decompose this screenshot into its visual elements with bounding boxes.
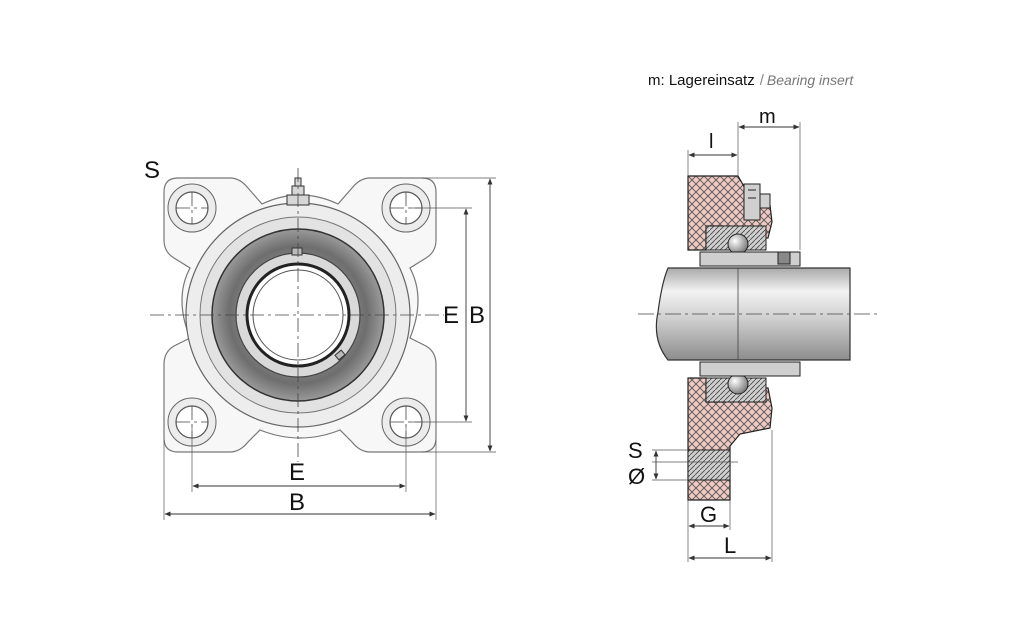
label-length: L	[724, 533, 736, 558]
ball-lower	[727, 373, 749, 395]
label-s-side: S	[628, 438, 643, 463]
label-b-vertical: B	[469, 302, 485, 329]
flange-hole	[687, 449, 731, 481]
label-m: m	[759, 106, 776, 128]
front-view: S E B E B	[144, 157, 496, 520]
label-diameter: Ø	[628, 464, 645, 489]
caption-separator: /	[759, 72, 764, 89]
grease-nipple-side	[743, 183, 771, 221]
label-g: G	[700, 502, 717, 527]
label-l: l	[709, 131, 713, 153]
ball-upper	[727, 233, 749, 255]
caption: m: Lagereinsatz/Bearing insert	[648, 72, 853, 89]
set-screw	[777, 251, 791, 265]
caption-translation: Bearing insert	[766, 72, 854, 88]
label-b-horizontal: B	[289, 489, 305, 516]
bolt-holes	[175, 191, 423, 439]
label-e-horizontal: E	[289, 459, 305, 486]
side-view: l m S Ø G L	[628, 106, 878, 562]
label-e-vertical: E	[443, 302, 459, 329]
label-s-front: S	[144, 157, 160, 184]
caption-term: m: Lagereinsatz	[648, 72, 755, 89]
